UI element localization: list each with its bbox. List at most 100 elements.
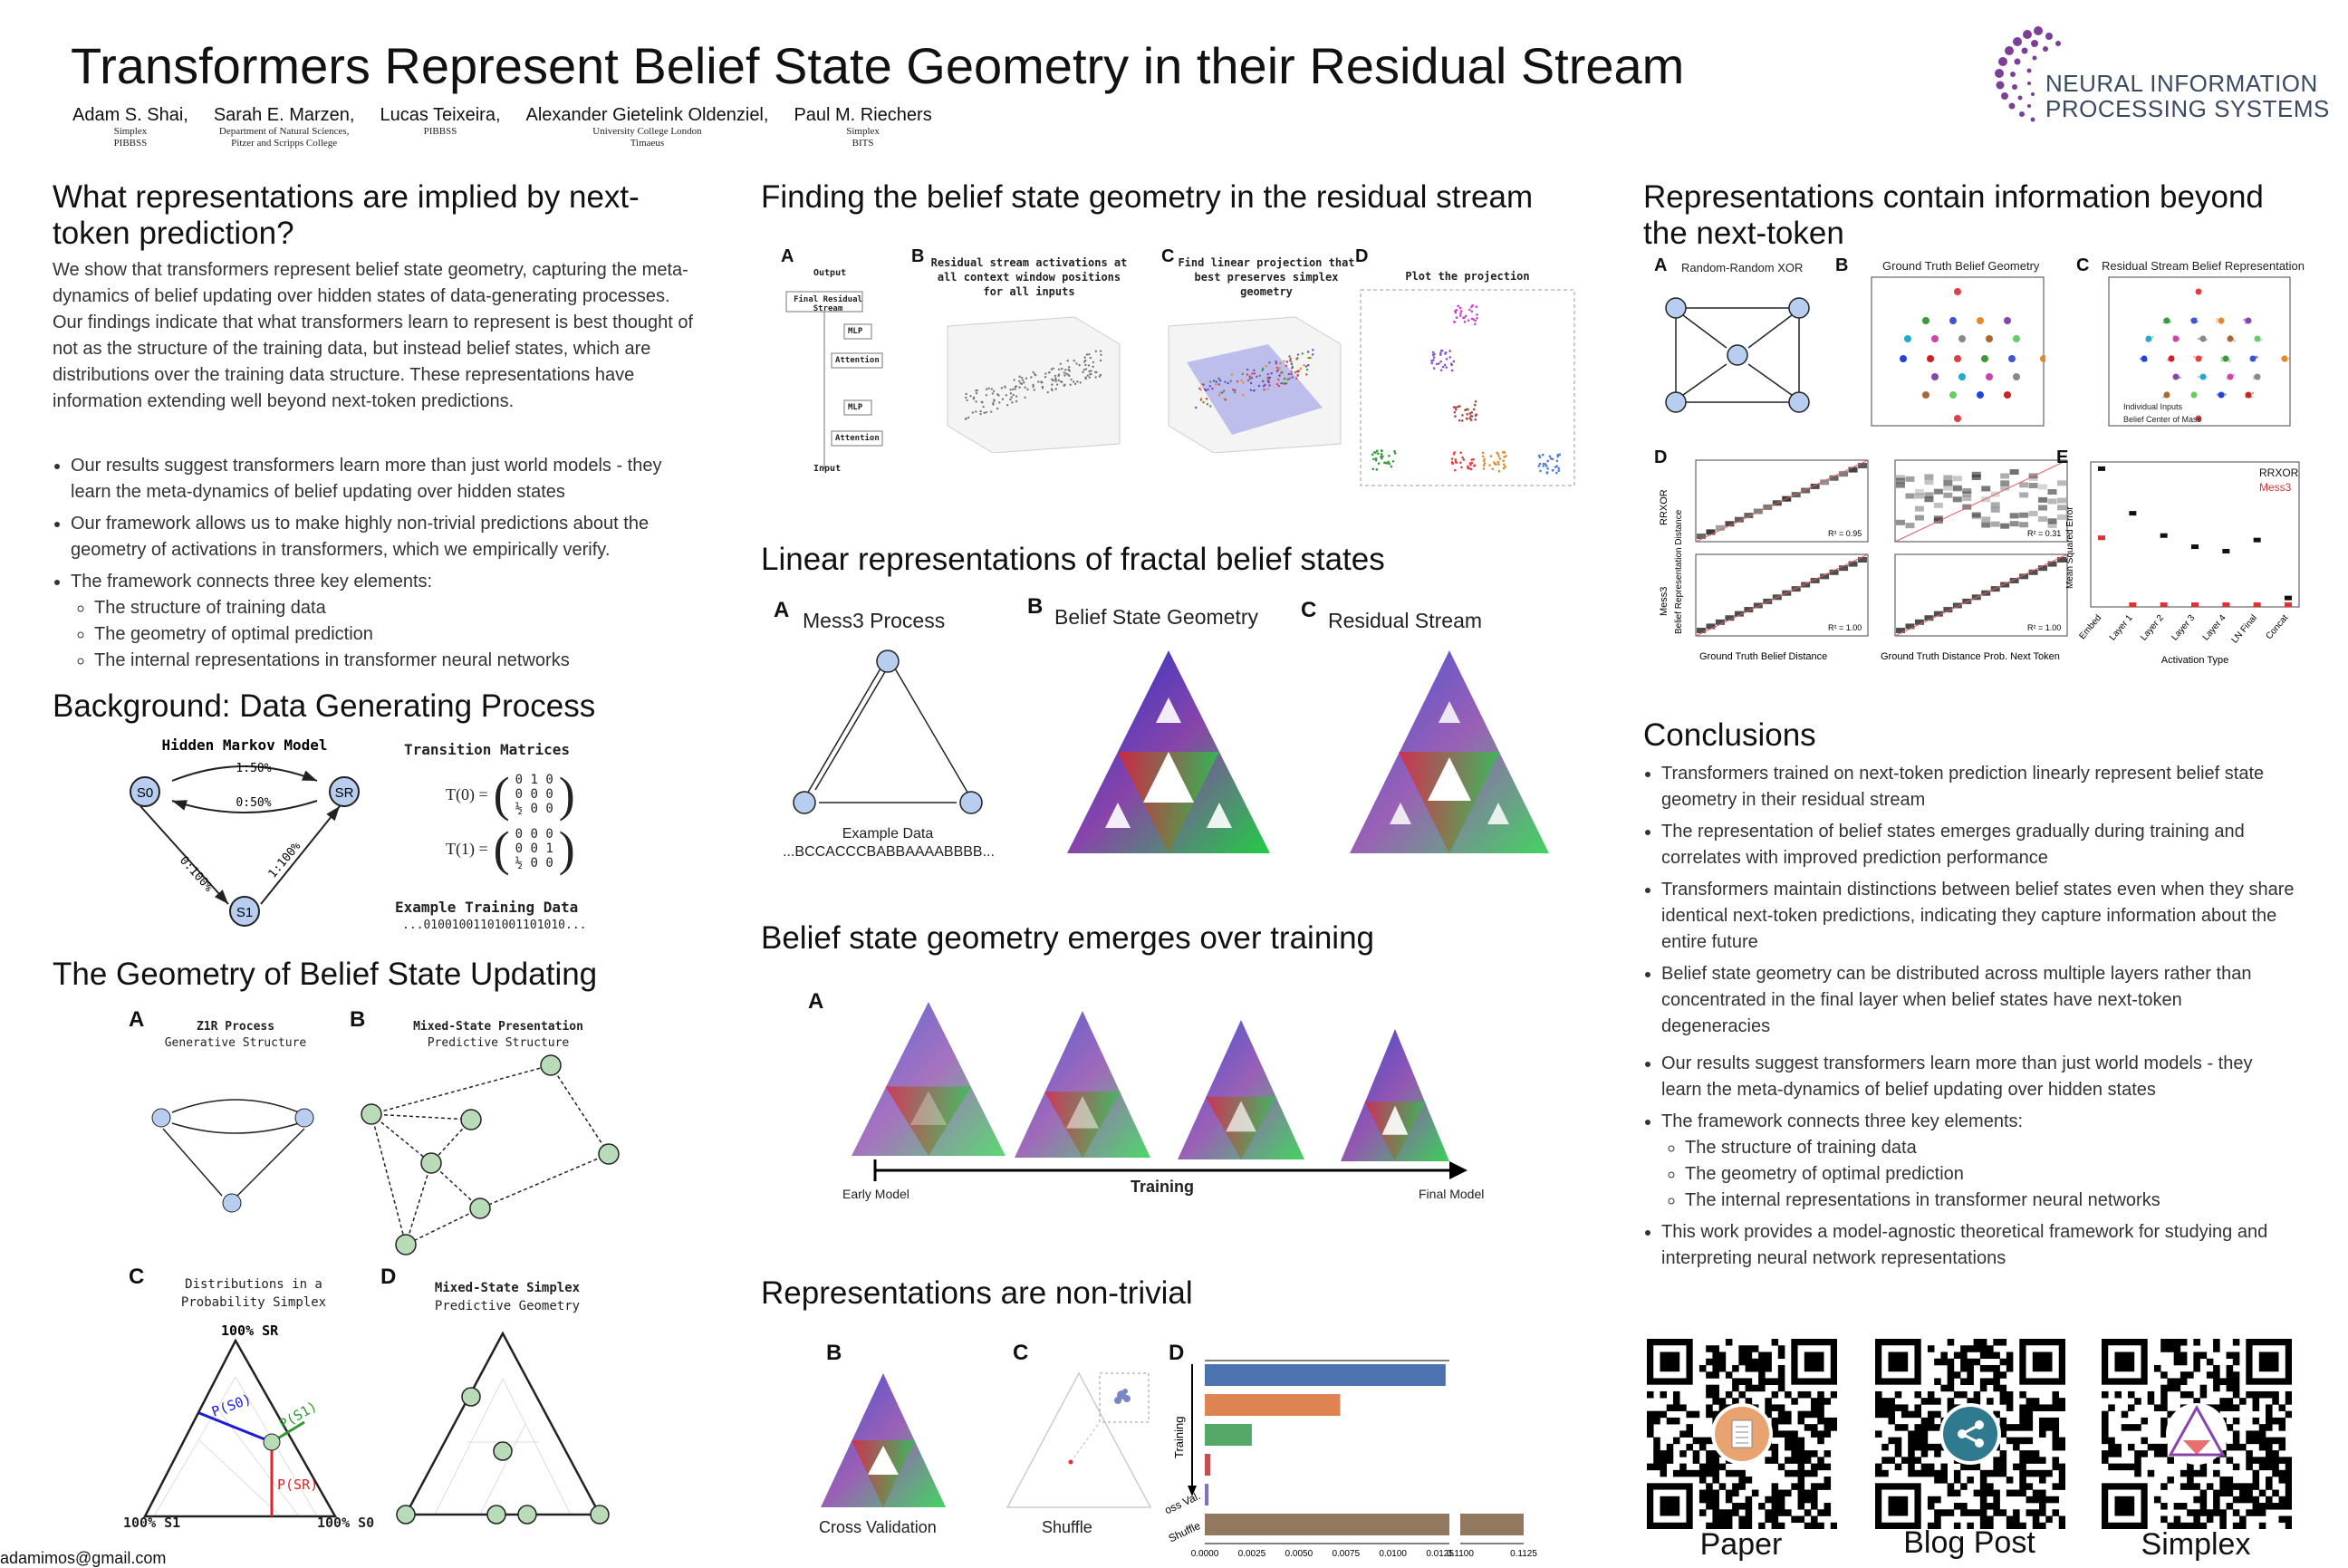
example-training-title: Example Training Data — [395, 899, 579, 916]
fig5-d-label: D — [1654, 447, 1668, 467]
logo-line-1: NEURAL INFORMATION — [2045, 70, 2318, 97]
e-point — [2222, 548, 2230, 553]
transformer-architecture — [785, 291, 883, 469]
e-category-label: Layer 2 — [2139, 613, 2166, 643]
sub-bullet-3: The internal representations in transfor… — [94, 648, 705, 674]
bar-4 — [1205, 1454, 1211, 1476]
left-section-1-bullets: Our results suggest transformers learn m… — [53, 453, 705, 679]
r2-label: R² = 1.00 — [2027, 623, 2061, 632]
author-affiliation: Department of Natural Sciences, — [218, 126, 350, 137]
d-ylabel: Belief Representation Distance — [1674, 509, 1684, 634]
belief-state-geometry-title: Belief State Geometry — [1054, 605, 1258, 629]
e-point — [2253, 602, 2261, 608]
author-affiliation: Simplex — [113, 126, 148, 137]
panel-d-title: Mixed-State Simplex — [434, 1281, 581, 1295]
distance-heatmap-1: R² = 0.95 — [1695, 459, 1869, 543]
example-data-label: Example Data — [842, 826, 934, 842]
bar-3 — [1205, 1424, 1252, 1446]
neurips-logo-mark — [1995, 26, 2061, 122]
blog-post-qr-code[interactable] — [1875, 1339, 2065, 1529]
author-name: Lucas Teixeira, — [380, 105, 501, 125]
neurips-logo: NEURAL INFORMATION PROCESSING SYSTEMS — [1975, 20, 2330, 129]
conclusion-sub-1: The structure of training data — [1685, 1135, 2295, 1161]
shuffle-plot — [1006, 1371, 1152, 1508]
hmm-diagram: Hidden Markov Model 1:50% 0:50% 0:100% 1… — [130, 736, 360, 927]
simplex-qr-code[interactable] — [2102, 1339, 2292, 1529]
share-icon — [1943, 1407, 1997, 1461]
neurips-logo-text: NEURAL INFORMATION PROCESSING SYSTEMS — [2045, 71, 2330, 121]
e-legend-rrxor: RRXOR — [2259, 467, 2299, 479]
d-xlabel-1: Ground Truth Belief Distance — [1699, 651, 1827, 662]
author-name: Alexander Gietelink Oldenziel, — [525, 105, 769, 125]
paper-qr-code[interactable] — [1647, 1339, 1837, 1529]
training-stage-4 — [1341, 1029, 1449, 1161]
middle-section-4-heading: Representations are non-trivial — [761, 1275, 1193, 1311]
e-legend-mess3: Mess3 — [2259, 481, 2292, 494]
fig4-d-label: D — [1169, 1341, 1185, 1365]
e-point — [2129, 511, 2137, 516]
example-data: ...BCCACCCBABBAAAABBBB... — [783, 844, 995, 860]
e-point — [2222, 602, 2230, 608]
panel-c-sub: Probability Simplex — [180, 1295, 327, 1310]
author-name: Paul M. Riechers — [794, 105, 932, 125]
d-xlabel-2: Ground Truth Distance Prob. Next Token — [1881, 651, 2060, 662]
middle-section-1-heading: Finding the belief state geometry in the… — [761, 179, 1534, 215]
simplex-left-label: 100% S1 — [123, 1515, 181, 1531]
background-heading: Background: Data Generating Process — [53, 688, 596, 724]
bar-tick-label: 0.0050 — [1285, 1549, 1314, 1558]
fig5-a-label: A — [1654, 255, 1668, 275]
conclusion-6-text: The framework connects three key element… — [1661, 1111, 2024, 1131]
rs-belief-plot — [2108, 276, 2291, 427]
fig1-mlp-label-2: MLP — [848, 403, 863, 412]
conclusions-heading: Conclusions — [1643, 717, 1816, 753]
fig1-c-caption: Find linear projection that best preserv… — [1178, 256, 1355, 298]
e-ylabel: Mean Squared Error — [2065, 506, 2075, 589]
bar-category-label: Cross Val. — [1165, 1489, 1202, 1522]
panel-d-label: D — [380, 1265, 397, 1289]
mess3-diagram — [793, 649, 983, 814]
fig5-b-label: B — [1835, 255, 1849, 275]
training-label: Training — [1131, 1178, 1195, 1196]
bar-tick-label: 0.0100 — [1379, 1549, 1407, 1558]
e-point — [2098, 535, 2105, 541]
conclusion-7: This work provides a model-agnostic theo… — [1661, 1219, 2295, 1272]
conclusion-1: Transformers trained on next-token predi… — [1661, 761, 2295, 813]
cross-validation-fractal — [821, 1373, 946, 1507]
edge-label-3: 0:100% — [177, 854, 216, 895]
fig1-mlp-label-1: MLP — [848, 327, 863, 336]
e-category-label: Concat — [2265, 613, 2291, 642]
matrix-t1-label: T(1) = — [446, 839, 488, 858]
author-affiliation: PIBBSS — [423, 126, 457, 137]
conclusion-2: The representation of belief states emer… — [1661, 819, 2295, 871]
r2-label: R² = 0.95 — [1828, 529, 1862, 538]
fig1-a-label: A — [781, 246, 794, 266]
fig1-c-label: C — [1161, 246, 1175, 266]
r2-label: R² = 1.00 — [1828, 623, 1862, 632]
edge-label-2: 0:50% — [236, 796, 271, 810]
simplex-top-label: 100% SR — [221, 1323, 279, 1339]
r2-label: R² = 0.31 — [2027, 529, 2061, 538]
training-progression — [852, 1002, 1449, 1161]
projection-result-plot — [1360, 289, 1575, 486]
e-point — [2191, 602, 2199, 608]
fig2-a-label: A — [774, 598, 790, 622]
e-point — [2160, 533, 2168, 538]
matrix-t1: T(1) = ( 0 0 0 0 0 1 ½ 0 0 ) — [446, 822, 575, 876]
contact-email[interactable]: adamimos@gmail.com — [0, 1549, 167, 1567]
e-point — [2253, 537, 2261, 543]
author-affiliation: Simplex — [846, 126, 880, 137]
fig1-attention-label-2: Attention — [835, 434, 880, 443]
simplex-right-label: 100% S0 — [317, 1515, 375, 1531]
rs-belief-title: Residual Stream Belief Representation — [2102, 259, 2305, 273]
author-2: Sarah E. Marzen,Department of Natural Sc… — [214, 105, 355, 149]
conclusion-sub-3: The internal representations in transfor… — [1685, 1188, 2295, 1214]
middle-section-2-heading: Linear representations of fractal belief… — [761, 542, 1385, 577]
state-s1: S1 — [236, 905, 253, 920]
training-stage-2 — [1015, 1011, 1150, 1158]
panel-b-label: B — [350, 1007, 366, 1032]
fig1-attention-label-1: Attention — [835, 356, 880, 365]
conclusion-5: Our results suggest transformers learn m… — [1661, 1051, 2295, 1103]
simplex-qr-label: Simplex — [2141, 1527, 2251, 1562]
